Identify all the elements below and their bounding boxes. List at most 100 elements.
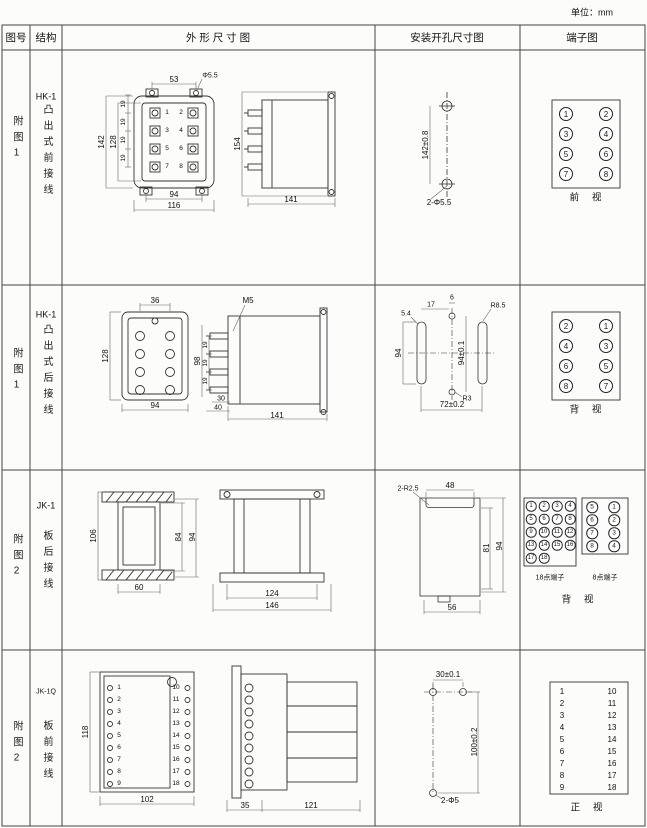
terminal-cell: 3: [599, 339, 613, 353]
dim-30: 30: [217, 395, 225, 403]
terminal-num: 12: [607, 711, 617, 720]
jk1q-terminal-box: [549, 681, 629, 795]
terminal-cell-8: 1: [608, 501, 620, 513]
terminal-cell-18: 12: [564, 526, 576, 538]
jk1-outline-left-view: [101, 491, 175, 581]
terminal-num: 13: [607, 723, 617, 732]
terminal-num: 18: [607, 783, 617, 792]
jk1q-pin: 15: [172, 743, 180, 751]
terminal-cell-18: 10: [538, 526, 550, 538]
terminal-cell-18: 14: [538, 539, 550, 551]
structure-row2: 凸出式后接线: [41, 324, 52, 420]
install-holes-r1: 2-Φ5.5: [426, 198, 452, 207]
terminal-num: 8: [559, 771, 565, 780]
header-outline: 外 形 尺 寸 图: [185, 31, 251, 44]
pin-6: 6: [179, 144, 183, 152]
jk1-outline-left-dims: [97, 491, 199, 594]
terminal-cell: 3: [559, 127, 573, 141]
dim-phi5-5: Φ5.5: [202, 72, 218, 80]
hk1-rear-outline-dims: [109, 303, 189, 412]
dim-53: 53: [169, 75, 179, 84]
terminal-cell-8: 8: [586, 540, 598, 552]
jk1q-install-dims: [432, 679, 480, 800]
dim-118: 118: [81, 725, 90, 739]
dim-141-r2: 141: [270, 411, 284, 420]
hk1-front-terminal-box: [551, 99, 621, 189]
dim-94-r1: 94: [169, 190, 179, 199]
jk1q-pin: 7: [117, 755, 121, 763]
terminal-cell: 2: [559, 319, 573, 333]
install-dim-100: 100±0.2: [470, 727, 479, 757]
dim-m5: M5: [242, 296, 254, 305]
terminal-caption-r2: 背 视: [569, 404, 607, 416]
install-dim-72: 72±0.2: [439, 400, 465, 409]
pin-8: 8: [179, 162, 183, 170]
terminal-num: 14: [607, 735, 617, 744]
fig-label-row3: 附图2: [11, 533, 22, 583]
terminal-cell-8: 4: [608, 540, 620, 552]
pin-7: 7: [165, 162, 169, 170]
structure-row1: 凸出式前接线: [41, 104, 52, 200]
terminal-cell: 8: [559, 379, 573, 393]
hk1-front-install-view: [429, 92, 455, 200]
terminal-num: 11: [607, 699, 617, 708]
jk1-install-dims: [412, 489, 506, 614]
fig-label-row1: 附图1: [11, 115, 22, 165]
dim-36: 36: [150, 296, 160, 305]
jk1q-pin: 16: [172, 755, 180, 763]
dim-141-r1: 141: [284, 195, 298, 204]
terminal-num: 5: [559, 735, 565, 744]
terminal-cell-18: 13: [525, 539, 537, 551]
dim-121: 121: [304, 801, 318, 810]
install-dim-2phi5: 2-Φ5: [441, 796, 459, 805]
caption-18pt: 18点端子: [535, 574, 565, 582]
terminal-num: 10: [607, 687, 617, 696]
terminal-cell: 7: [559, 167, 573, 181]
terminal-cell: 4: [599, 127, 613, 141]
jk1q-pin: 6: [117, 743, 121, 751]
dim-142: 142: [97, 135, 106, 149]
dim-19-r2-1: 19: [201, 341, 209, 349]
terminal-caption-r1: 前 视: [569, 192, 607, 204]
jk1q-outline-side-dims: [226, 800, 361, 812]
hk1-rear-terminal-box: [551, 311, 621, 401]
fig-label-row4: 附图2: [11, 720, 22, 770]
install-dim-2r25: 2-R2.5: [397, 485, 419, 493]
terminal-caption-r3: 背 视: [561, 594, 599, 606]
hk1-front-outline-dims: [105, 78, 215, 212]
terminal-cell-18: 18: [538, 552, 550, 564]
jk1q-pin: 8: [117, 767, 121, 775]
dim-102: 102: [140, 795, 154, 804]
terminal-num: 4: [559, 723, 565, 732]
jk1q-install-view: [424, 684, 472, 797]
terminal-num: 6: [559, 747, 565, 756]
terminal-num: 17: [607, 771, 617, 780]
dim-19-r2-2: 19: [201, 359, 209, 367]
pin-4: 4: [179, 126, 183, 134]
jk1q-pin: 3: [117, 707, 121, 715]
terminal-cell-18: 7: [551, 513, 563, 525]
dim-128: 128: [109, 135, 118, 149]
hk1-front-side-dims: [241, 91, 336, 207]
install-dim-94-r3: 94: [495, 541, 504, 551]
install-dim-56: 56: [447, 603, 457, 612]
terminal-cell-18: 11: [551, 526, 563, 538]
terminal-cell-8: 3: [608, 527, 620, 539]
jk1-outline-right-dims: [212, 584, 332, 612]
dim-106: 106: [89, 529, 98, 543]
terminal-cell-8: 6: [586, 514, 598, 526]
terminal-cell-18: 15: [551, 539, 563, 551]
terminal-cell: 7: [599, 379, 613, 393]
terminal-cell: 4: [559, 339, 573, 353]
dim-124: 124: [265, 589, 279, 598]
jk1q-pin: 2: [117, 695, 121, 703]
jk1q-pin: 14: [172, 731, 180, 739]
terminal-cell: 6: [559, 359, 573, 373]
install-dim-81: 81: [482, 543, 491, 553]
install-dim-5-4: 5.4: [401, 310, 411, 318]
terminal-num: 15: [607, 747, 617, 756]
dim-19-1: 19: [119, 100, 127, 108]
terminal-num: 9: [559, 783, 565, 792]
install-dim-142: 142±0.8: [421, 130, 430, 160]
